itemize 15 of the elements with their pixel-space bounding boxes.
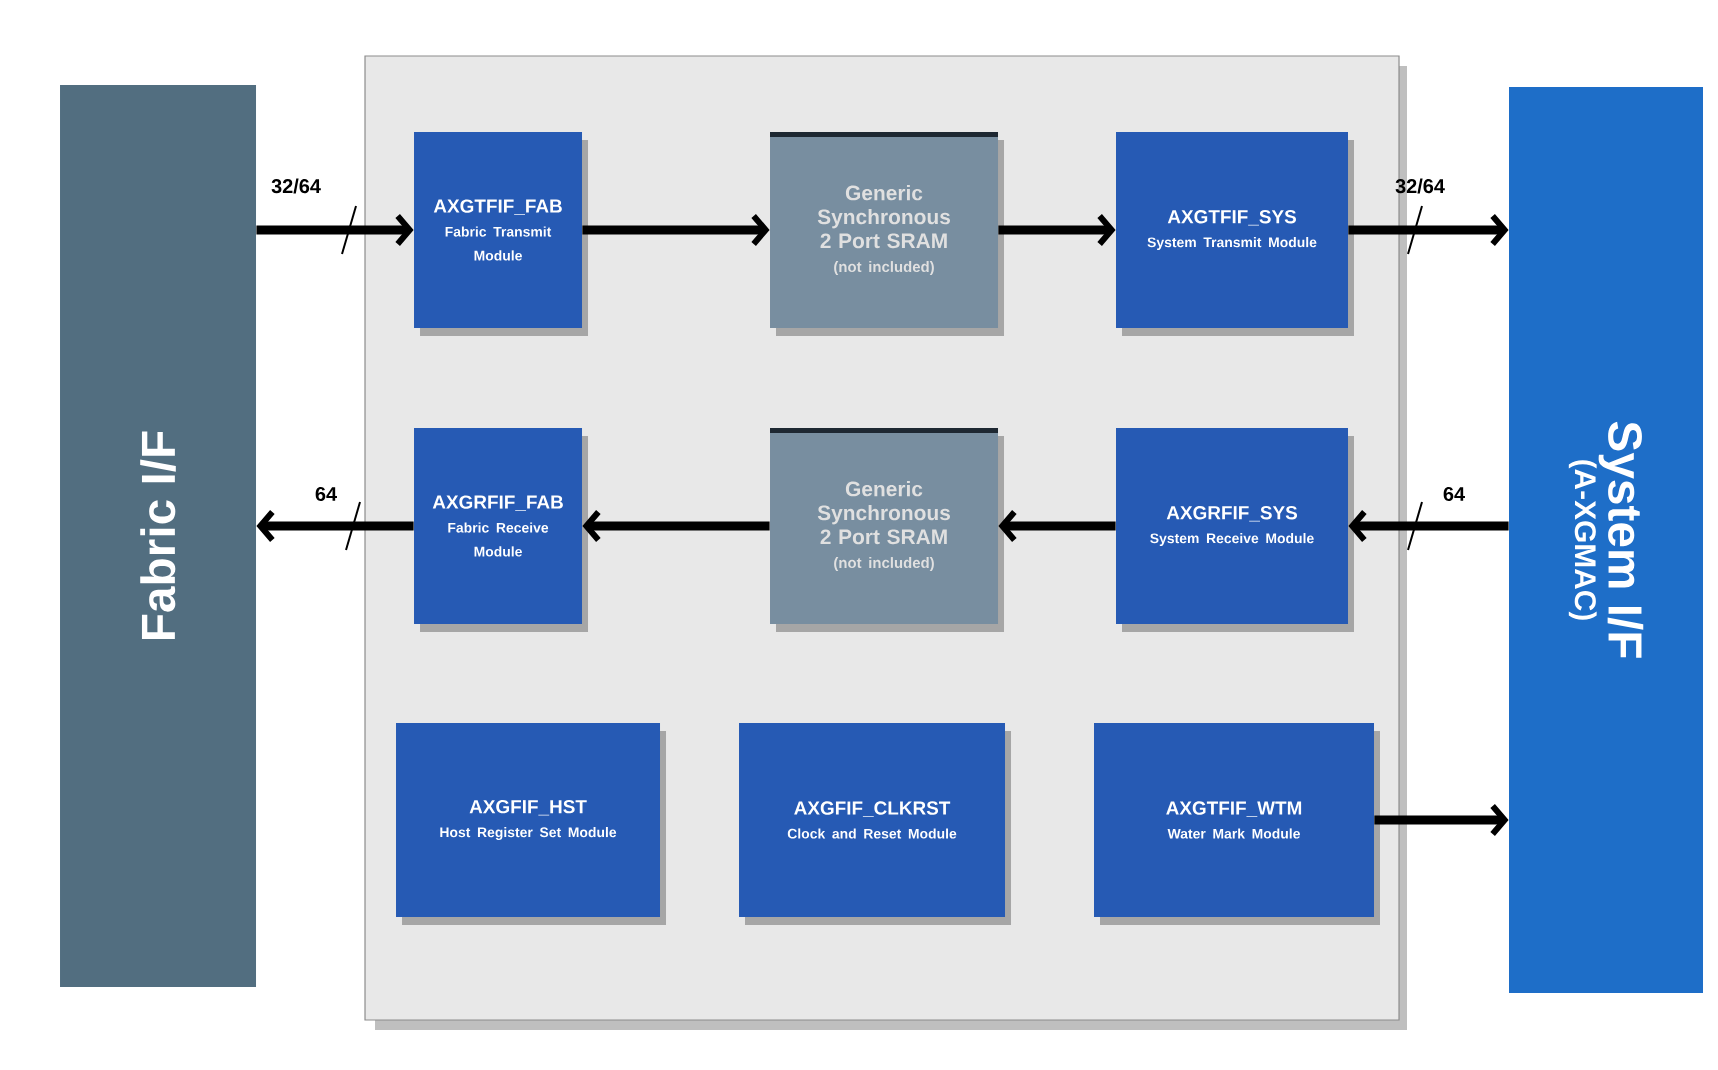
edge-label: 32/64 [1395,178,1445,194]
arrow [1348,214,1509,246]
arrow [998,510,1116,542]
arrow [582,510,770,542]
interface-bar: Fabric I/F [60,85,256,987]
arrow [256,510,414,542]
edge-label: 64 [315,486,337,502]
interface-bar: System I/F (A-XGMAC) [1509,87,1703,993]
edge-label: 64 [1443,486,1465,502]
arrow [1374,804,1509,836]
arrow [1348,510,1509,542]
arrow [582,214,770,246]
edge-label: 32/64 [271,178,321,194]
arrow [998,214,1116,246]
arrow [256,214,414,246]
